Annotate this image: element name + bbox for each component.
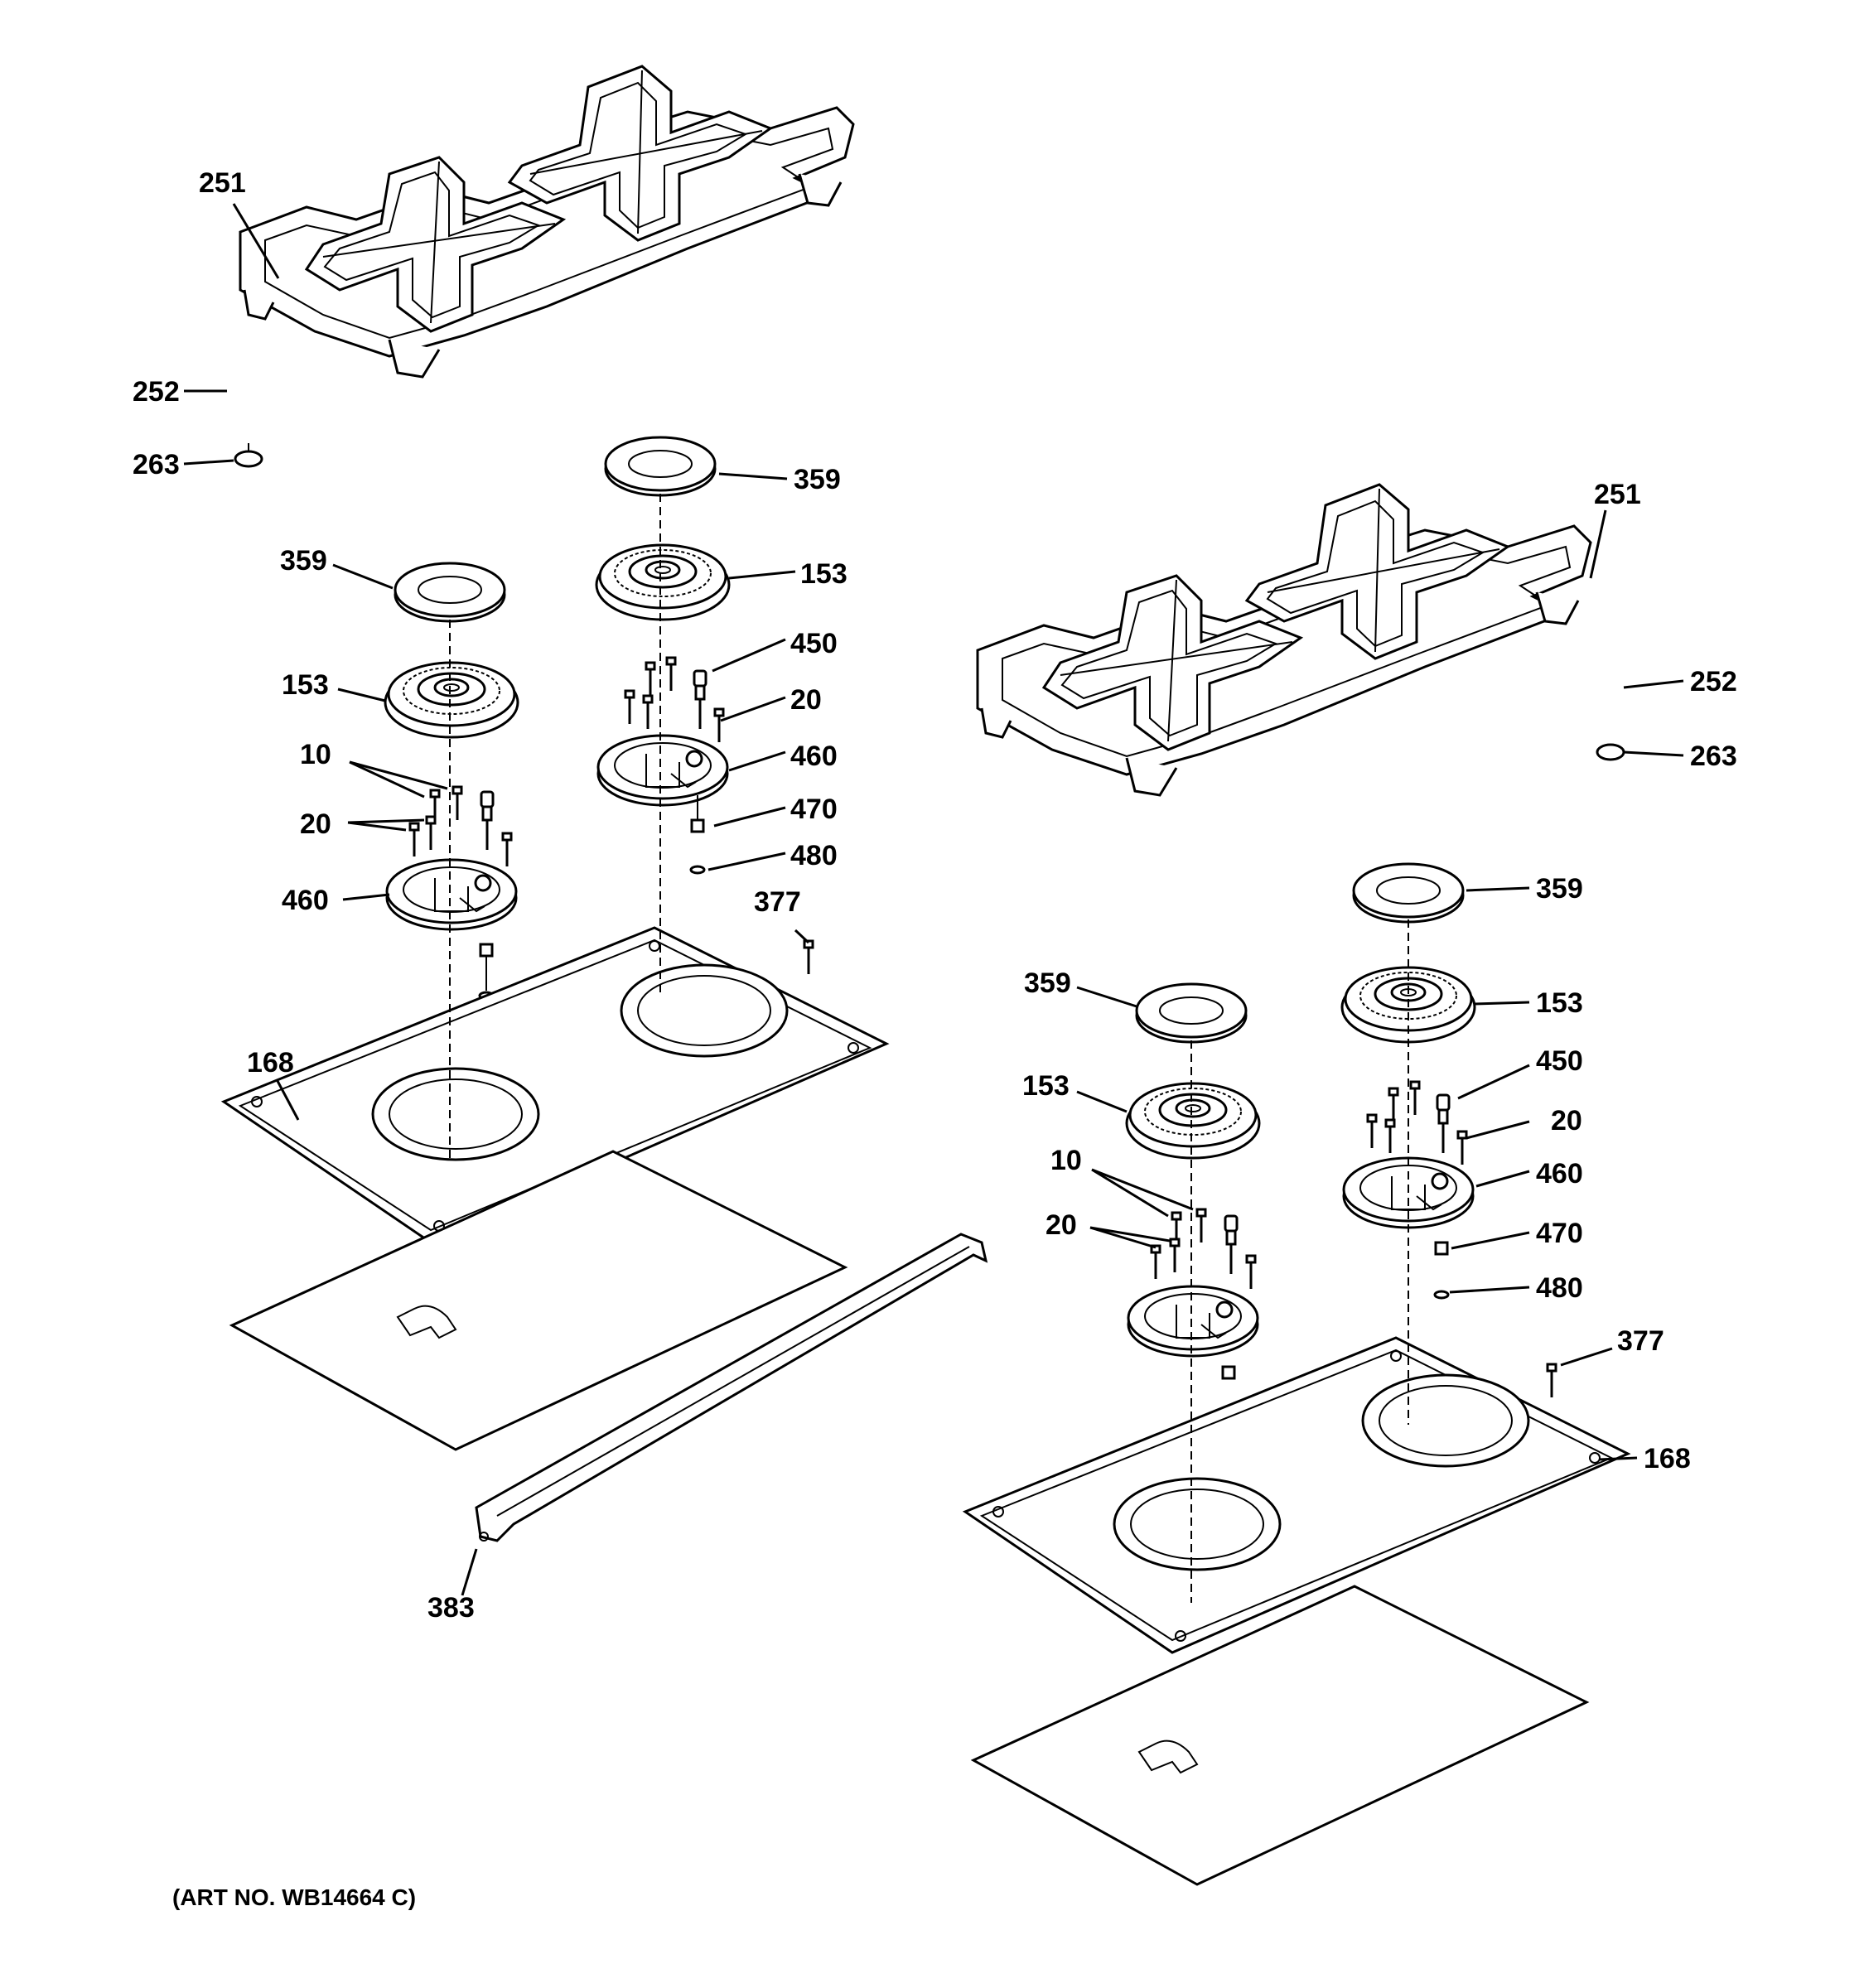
callout-460: 460 [790, 741, 838, 772]
left-insulation-sheet [230, 1150, 847, 1451]
right-foot-263 [1596, 743, 1625, 761]
right-grate-assembly [976, 483, 1592, 797]
callout-20: 20 [1551, 1105, 1582, 1136]
left-screw [452, 785, 463, 822]
right-electrode [1224, 1214, 1239, 1276]
callout-470: 470 [790, 794, 838, 825]
left-electrode-450 [693, 669, 707, 731]
left-rear-burner-base [596, 734, 729, 807]
callout-263: 263 [133, 449, 180, 480]
left-screw [665, 656, 677, 692]
callout-labels: 251 252 263 359 359 153 153 450 20 460 4… [133, 167, 1737, 1624]
bracket-383 [475, 1233, 988, 1542]
callout-450: 450 [1536, 1045, 1583, 1077]
right-insulation-sheet [972, 1585, 1588, 1886]
callout-377: 377 [1617, 1325, 1664, 1357]
left-front-burner [384, 661, 519, 739]
left-rear-burner [595, 543, 731, 621]
callout-153: 153 [1536, 987, 1583, 1019]
right-front-burner-base [1127, 1285, 1259, 1358]
callout-450: 450 [790, 628, 838, 659]
right-orifice-470 [1434, 1241, 1449, 1256]
callout-10: 10 [1050, 1145, 1082, 1176]
callout-359: 359 [1536, 873, 1583, 905]
art-number: (ART NO. WB14664 C) [172, 1884, 416, 1910]
right-screw [1195, 1208, 1207, 1244]
callout-480: 480 [790, 840, 838, 871]
callout-377: 377 [754, 886, 801, 918]
callout-359: 359 [794, 464, 841, 495]
callout-263: 263 [1690, 741, 1737, 772]
right-cooktop-pan-168 [963, 1336, 1630, 1654]
right-screw [1409, 1080, 1421, 1117]
callout-20: 20 [1045, 1209, 1077, 1241]
right-screw [1150, 1244, 1161, 1281]
left-foot-263 [234, 450, 263, 468]
left-washer-480 [689, 865, 706, 875]
callout-359: 359 [280, 545, 327, 577]
callout-251: 251 [199, 167, 246, 199]
left-screw [642, 694, 654, 731]
callout-153: 153 [1022, 1070, 1070, 1102]
callout-20: 20 [300, 808, 331, 840]
right-screw [1245, 1254, 1257, 1291]
callout-153: 153 [282, 669, 329, 701]
right-screw [1169, 1238, 1181, 1274]
right-electrode-450 [1436, 1093, 1451, 1155]
callout-153: 153 [800, 558, 847, 590]
right-front-cap [1135, 982, 1248, 1044]
callout-470: 470 [1536, 1218, 1583, 1249]
left-screw [501, 832, 513, 868]
right-screw [1388, 1087, 1399, 1123]
right-front-burner [1125, 1082, 1261, 1160]
left-front-cap [394, 562, 506, 623]
left-screw [624, 689, 635, 726]
callout-168: 168 [247, 1047, 294, 1078]
callout-252: 252 [133, 376, 180, 408]
right-washer-480 [1433, 1290, 1450, 1300]
left-screw [645, 661, 656, 697]
right-screw [1384, 1118, 1396, 1155]
callout-10: 10 [300, 739, 331, 770]
left-orifice-470 [690, 818, 705, 833]
left-screw-377 [803, 939, 814, 976]
callout-460: 460 [282, 885, 329, 916]
callout-252: 252 [1690, 666, 1737, 697]
callout-359: 359 [1024, 967, 1071, 999]
right-screw [1366, 1113, 1378, 1150]
right-screw-377 [1546, 1363, 1557, 1399]
left-screw [425, 815, 437, 852]
left-front-burner-base [385, 858, 518, 931]
callout-480: 480 [1536, 1272, 1583, 1304]
left-screw [713, 707, 725, 744]
left-electrode [480, 790, 495, 852]
left-screw [408, 822, 420, 858]
right-screw [1456, 1130, 1468, 1166]
leader-lines [183, 203, 1684, 1596]
left-grate-assembly [239, 65, 855, 379]
right-rear-cap [1352, 862, 1465, 924]
callout-20: 20 [790, 684, 822, 716]
left-rear-cap [604, 436, 717, 497]
callout-168: 168 [1644, 1443, 1691, 1474]
callout-251: 251 [1594, 479, 1641, 510]
callout-383: 383 [427, 1592, 475, 1624]
callout-460: 460 [1536, 1158, 1583, 1189]
